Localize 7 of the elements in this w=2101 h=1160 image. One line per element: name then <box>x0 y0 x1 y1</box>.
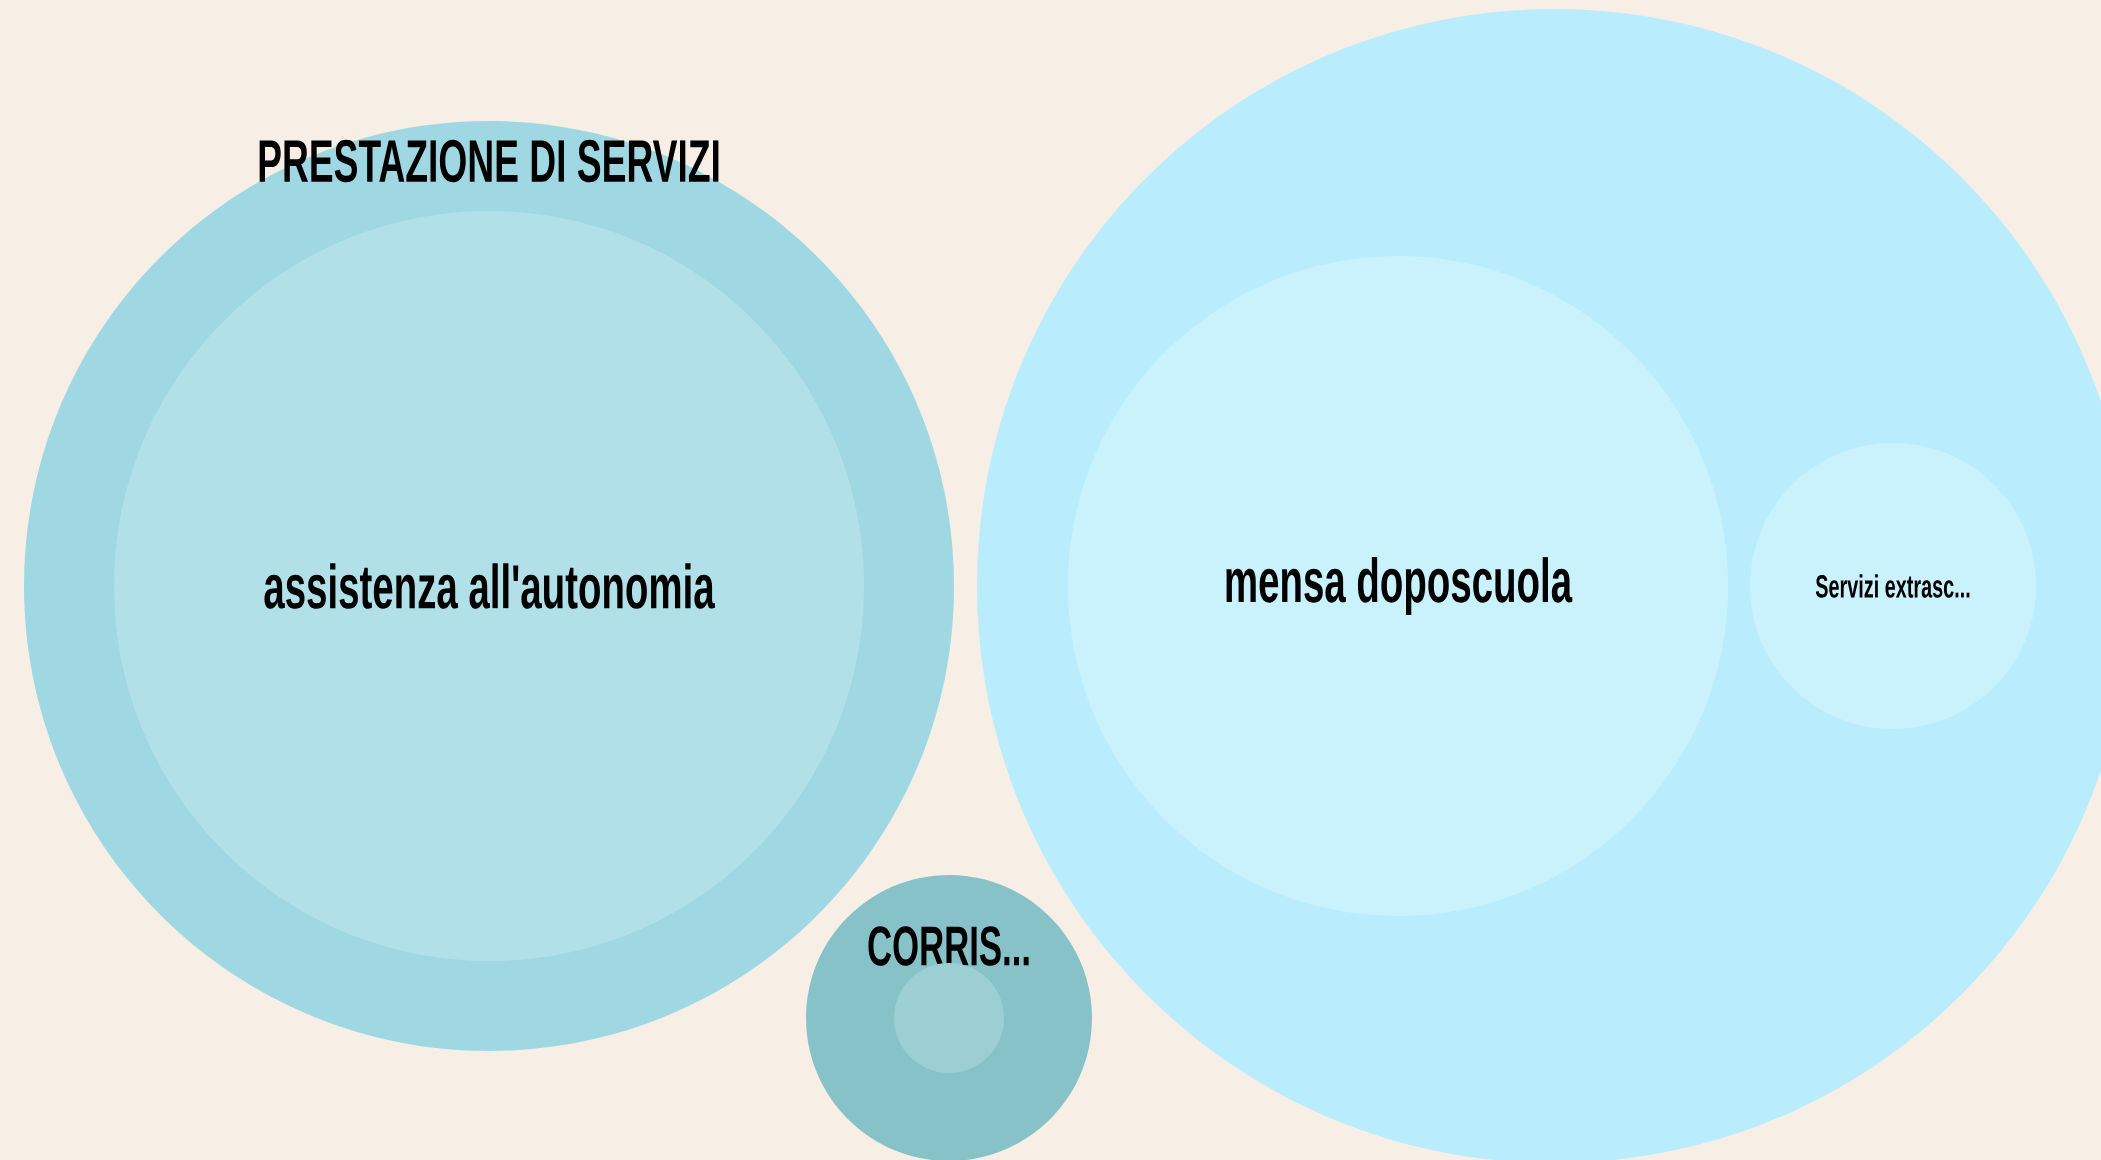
circle <box>1068 256 1728 916</box>
circle-label: Servizi extrasc... <box>1815 574 1970 598</box>
circle-label: PRESTAZIONE DI SERVIZI <box>259 139 719 183</box>
circle-label: assistenza all'autonomia <box>264 563 715 609</box>
circle-label: CORRIS... <box>868 926 1029 966</box>
circle <box>114 211 864 961</box>
circle-label: mensa doposcuola <box>1226 557 1573 615</box>
